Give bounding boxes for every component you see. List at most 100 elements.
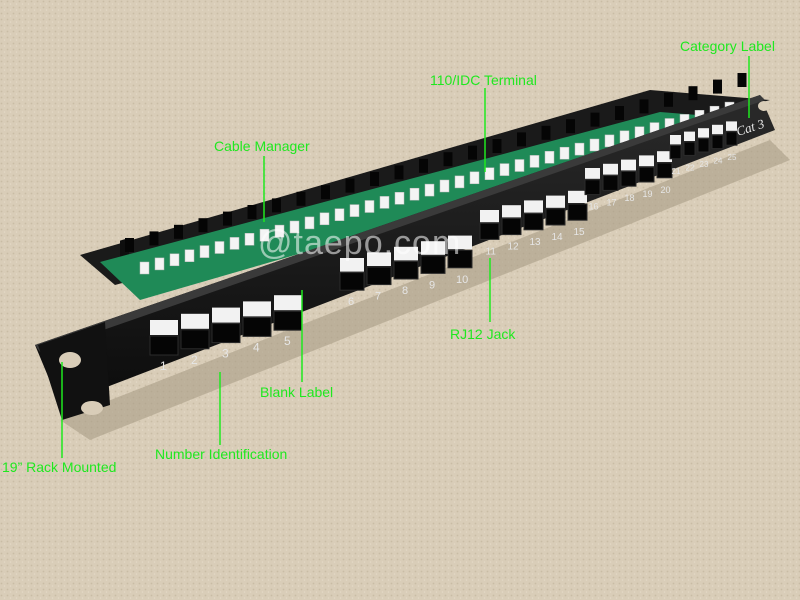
idc-terminal bbox=[454, 175, 465, 189]
rack-ear-right bbox=[758, 101, 770, 111]
blank-label bbox=[657, 151, 672, 162]
comb-tooth bbox=[394, 165, 404, 180]
idc-terminal bbox=[349, 204, 360, 217]
comb-tooth bbox=[713, 79, 722, 94]
comb-tooth bbox=[590, 112, 600, 127]
blank-label bbox=[698, 128, 709, 138]
port-number: 19 bbox=[643, 189, 653, 199]
blank-label bbox=[243, 301, 271, 317]
blank-label bbox=[568, 190, 587, 203]
port-number: 17 bbox=[607, 197, 617, 207]
port-number: 7 bbox=[375, 291, 381, 303]
port-number: 16 bbox=[589, 202, 599, 212]
port-number: 5 bbox=[284, 334, 291, 348]
comb-tooth bbox=[296, 191, 306, 206]
comb-tooth bbox=[541, 125, 551, 140]
callout-number-identification: Number Identification bbox=[155, 446, 288, 462]
callout-rack-mounted: 19” Rack Mounted bbox=[2, 459, 117, 475]
idc-terminal bbox=[229, 237, 240, 250]
comb-tooth bbox=[419, 158, 428, 173]
blank-label bbox=[212, 307, 240, 323]
port-number: 11 bbox=[486, 246, 497, 257]
blank-label bbox=[546, 195, 565, 208]
comb-tooth bbox=[125, 238, 134, 252]
faceplate-top-edge bbox=[35, 95, 765, 352]
rj12-jack bbox=[479, 222, 500, 240]
callout-blank-label: Blank Label bbox=[260, 384, 334, 400]
rj12-jack bbox=[393, 260, 419, 280]
port-number: 3 bbox=[222, 347, 229, 361]
port-number: 14 bbox=[552, 232, 564, 243]
idc-terminal bbox=[319, 212, 330, 226]
rj12-port-groups bbox=[149, 121, 738, 356]
rj12-jack bbox=[149, 335, 179, 356]
port-number: 12 bbox=[508, 242, 520, 253]
comb-tooth bbox=[370, 172, 379, 186]
blank-label bbox=[448, 235, 472, 250]
comb-tooth bbox=[688, 86, 698, 101]
port-number: 1 bbox=[160, 359, 167, 373]
blank-label bbox=[585, 168, 600, 179]
callout-cable-manager: Cable Manager bbox=[214, 138, 310, 154]
comb-tooth bbox=[223, 211, 232, 226]
comb-tooth bbox=[492, 139, 502, 153]
rj12-jack bbox=[638, 166, 655, 183]
rj12-jack bbox=[602, 175, 619, 191]
callout-rj12-jack: RJ12 Jack bbox=[450, 326, 516, 342]
rj12-jack bbox=[669, 144, 682, 160]
comb-tooth bbox=[517, 132, 526, 147]
mounting-hole bbox=[59, 352, 81, 368]
comb-tooth bbox=[321, 185, 330, 200]
idc-terminal bbox=[499, 163, 510, 176]
comb-tooth bbox=[468, 145, 477, 160]
port-number: 23 bbox=[700, 160, 709, 169]
callout-category-label: Category Label bbox=[680, 38, 775, 54]
comb-tooth bbox=[345, 178, 355, 193]
blank-label bbox=[639, 155, 654, 167]
blank-label bbox=[480, 210, 499, 223]
blank-label bbox=[181, 313, 209, 329]
idc-terminal-blocks bbox=[139, 101, 735, 275]
blank-label bbox=[274, 295, 302, 311]
port-number: 18 bbox=[625, 193, 635, 203]
blank-label bbox=[603, 163, 618, 175]
blank-label bbox=[684, 131, 695, 141]
port-number: 20 bbox=[661, 185, 671, 195]
rj12-jack bbox=[683, 141, 696, 156]
rj12-jack bbox=[339, 272, 365, 291]
comb-tooth bbox=[174, 224, 183, 239]
idc-terminal bbox=[334, 208, 345, 221]
rj12-jack bbox=[211, 323, 241, 344]
port-number: 22 bbox=[686, 163, 695, 172]
blank-label bbox=[421, 241, 445, 255]
port-number: 2 bbox=[191, 353, 198, 367]
comb-tooth bbox=[443, 152, 453, 167]
idc-terminal bbox=[604, 134, 615, 148]
idc-terminal bbox=[514, 159, 525, 172]
rj12-jack bbox=[584, 179, 601, 196]
idc-terminal bbox=[469, 171, 480, 185]
rj12-jack bbox=[697, 138, 710, 153]
rj12-jack bbox=[273, 310, 303, 331]
rack-ear-left bbox=[38, 322, 110, 420]
blank-label bbox=[367, 252, 391, 266]
idc-terminal bbox=[589, 138, 600, 152]
comb-tooth bbox=[272, 198, 281, 213]
idc-terminal bbox=[364, 200, 375, 213]
idc-terminal bbox=[484, 167, 495, 180]
idc-terminal bbox=[544, 151, 555, 164]
idc-terminal bbox=[259, 228, 270, 242]
comb-tooth bbox=[615, 106, 624, 120]
rj12-jack bbox=[501, 217, 522, 236]
idc-terminal bbox=[154, 257, 165, 271]
rj12-jack bbox=[180, 329, 210, 350]
idc-terminal bbox=[274, 224, 285, 238]
rj12-jack bbox=[523, 213, 544, 231]
blank-label bbox=[524, 200, 543, 213]
rj12-jack bbox=[242, 316, 272, 337]
comb-tooth bbox=[737, 73, 747, 87]
port-number: 4 bbox=[253, 340, 260, 354]
rj12-jack bbox=[447, 249, 473, 269]
comb-tooth bbox=[639, 99, 649, 114]
